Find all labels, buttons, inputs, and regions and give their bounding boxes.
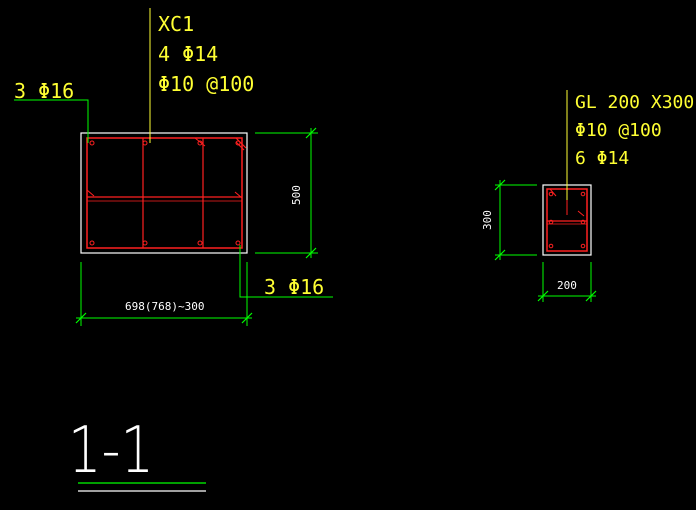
beam-label-stirrups: Φ10 @100 — [158, 72, 254, 96]
lintel-width-value: 200 — [557, 279, 577, 292]
rebar-dot — [197, 140, 203, 146]
beam-stirrup-outer — [86, 137, 243, 249]
top-bars-leader — [14, 99, 89, 143]
rebar-dot — [142, 140, 148, 146]
rebar-dot — [580, 243, 586, 249]
lintel-label-main-bars: 6 Φ14 — [575, 148, 629, 169]
rebar-dot — [548, 243, 554, 249]
beam-width-dimension: 698(768)~300 — [75, 262, 253, 326]
rebar-dot — [89, 140, 95, 146]
beam-hook-2 — [86, 189, 243, 199]
lintel-width-dimension: 200 — [537, 262, 597, 302]
rebar-dot — [235, 240, 241, 246]
lintel-label-stirrups: Φ10 @100 — [575, 120, 662, 141]
lintel-hooks — [549, 188, 585, 217]
rebar-dot — [197, 240, 203, 246]
lintel-section: GL 200 X300 Φ10 @100 6 Φ14 300 200 — [481, 90, 694, 302]
beam-section: XC1 4 Φ14 Φ10 @100 3 Φ16 3 Φ16 500 698(7… — [14, 8, 333, 326]
rebar-dot — [235, 140, 241, 146]
beam-rebars — [89, 140, 241, 246]
beam-hook-1 — [235, 137, 247, 151]
lintel-height-dimension: 300 — [481, 179, 537, 261]
lintel-height-value: 300 — [481, 210, 494, 230]
section-title-text: 1-1 — [68, 414, 154, 488]
rebar-dot — [548, 219, 554, 225]
lintel-label-name: GL 200 X300 — [575, 92, 694, 113]
beam-height-dimension: 500 — [255, 127, 318, 259]
bottom-bars-leader — [239, 245, 333, 298]
beam-width-value: 698(768)~300 — [125, 300, 204, 313]
beam-outline — [80, 132, 248, 254]
rebar-dot — [580, 219, 586, 225]
lintel-rebars — [548, 191, 586, 249]
rebar-dot — [580, 191, 586, 197]
top-bars-label: 3 Φ16 — [14, 79, 74, 103]
rebar-dot — [142, 240, 148, 246]
bottom-bars-label: 3 Φ16 — [264, 275, 324, 299]
section-title: 1-1 — [68, 414, 206, 492]
rebar-dot — [89, 240, 95, 246]
beam-hook-3 — [194, 137, 206, 147]
beam-label-main-bars: 4 Φ14 — [158, 42, 218, 66]
beam-label-name: XC1 — [158, 12, 194, 36]
beam-height-value: 500 — [290, 185, 303, 205]
rebar-dot — [548, 191, 554, 197]
